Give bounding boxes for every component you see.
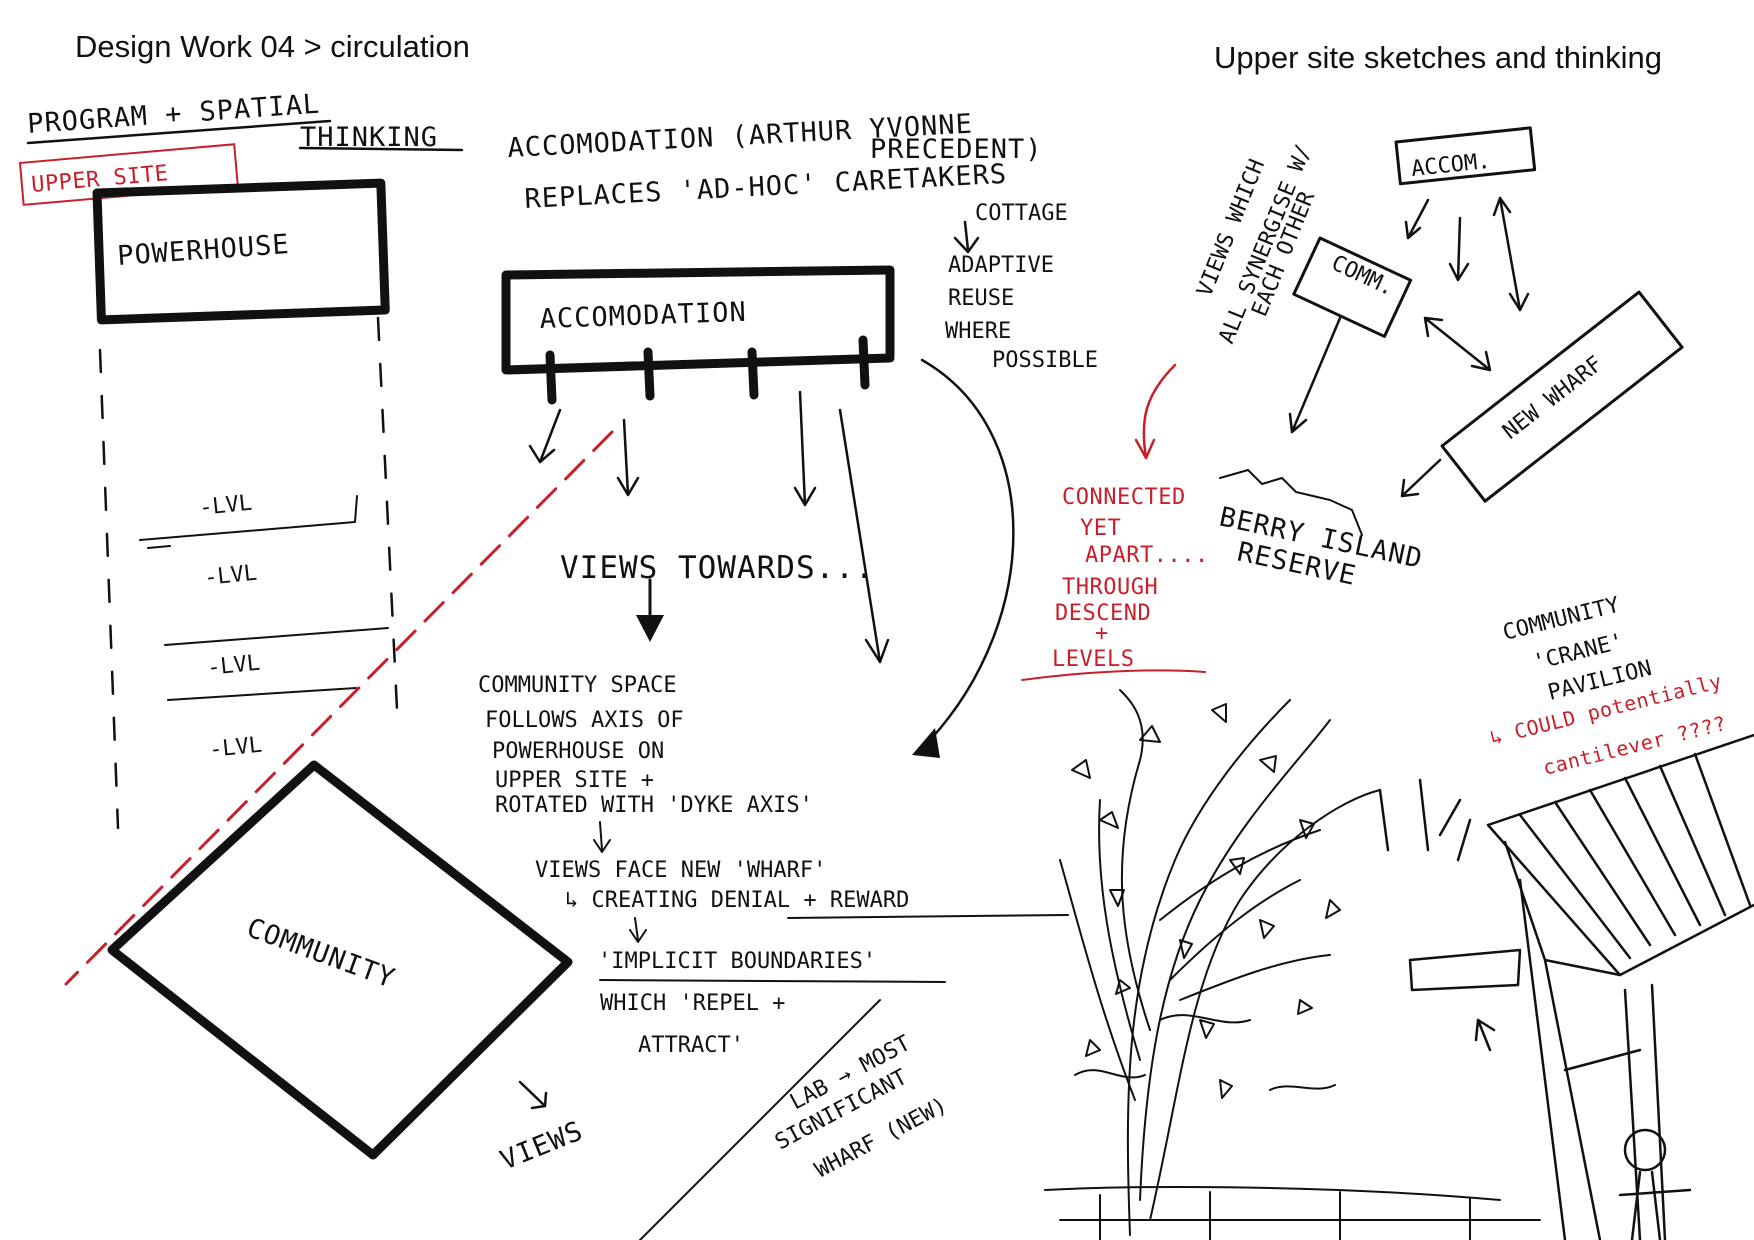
level-label-3: -LVL bbox=[206, 651, 261, 681]
new-wharf-label: NEW WHARF bbox=[1498, 352, 1607, 445]
note-community-space-4: UPPER SITE + bbox=[495, 768, 654, 793]
note-community-space-1: COMMUNITY SPACE bbox=[478, 673, 677, 698]
tree-sketch bbox=[1060, 690, 1380, 1235]
note-community-space-3: POWERHOUSE ON bbox=[492, 739, 664, 764]
arrow-views-small bbox=[520, 1082, 546, 1108]
note-adaptive-1: ADAPTIVE bbox=[948, 253, 1054, 278]
note-community-space-2: FOLLOWS AXIS OF bbox=[485, 708, 684, 733]
powerhouse-label: POWERHOUSE bbox=[116, 229, 290, 272]
underline-denial bbox=[788, 915, 1068, 918]
level-label-1: -LVL bbox=[198, 491, 253, 521]
accom-small-label: ACCOM. bbox=[1410, 149, 1492, 182]
note-views-face-2: ↳ CREATING DENIAL + REWARD bbox=[565, 888, 909, 913]
view-arrows bbox=[530, 392, 888, 662]
relationship-arrows bbox=[1290, 198, 1528, 496]
note-implicit-3: ATTRACT' bbox=[638, 1033, 744, 1058]
level-label-4: -LVL bbox=[208, 733, 263, 763]
note-accom-2: PRECEDENT) bbox=[870, 134, 1043, 165]
level-lines bbox=[140, 496, 388, 700]
note-connected-1: CONNECTED bbox=[1062, 485, 1186, 510]
accommodation-label: ACCOMODATION bbox=[539, 297, 747, 335]
note-implicit-1: 'IMPLICIT BOUNDARIES' bbox=[598, 949, 876, 974]
note-connected-2: YET bbox=[1080, 516, 1121, 541]
arrow-views-face bbox=[594, 822, 610, 852]
red-arrow-connected bbox=[1136, 365, 1175, 458]
arrow-to-adaptive bbox=[955, 222, 978, 252]
note-accom-4: COTTAGE bbox=[975, 201, 1068, 226]
note-connected-4: THROUGH bbox=[1062, 575, 1158, 600]
red-underline-levels bbox=[1022, 670, 1205, 680]
note-accom-3: REPLACES 'AD-HOC' CARETAKERS bbox=[524, 159, 1008, 215]
note-adaptive-4: POSSIBLE bbox=[992, 348, 1098, 373]
note-views-towards: VIEWS TOWARDS... bbox=[560, 550, 875, 586]
note-connected-6: + bbox=[1095, 621, 1109, 646]
level-label-2: -LVL bbox=[203, 561, 258, 591]
page-subtitle: Upper site sketches and thinking bbox=[1214, 40, 1662, 75]
note-community-space-5: ROTATED WITH 'DYKE AXIS' bbox=[495, 793, 813, 818]
note-connected-3: APART.... bbox=[1085, 543, 1209, 568]
ground-sketch bbox=[1045, 1015, 1540, 1240]
pavilion-sketch bbox=[1380, 735, 1754, 1240]
note-implicit-2: WHICH 'REPEL + bbox=[600, 991, 785, 1016]
note-views-small: VIEWS bbox=[496, 1115, 588, 1176]
underline-implicit bbox=[600, 980, 945, 982]
note-adaptive-3: WHERE bbox=[945, 319, 1011, 344]
community-label: COMMUNITY bbox=[243, 912, 400, 994]
arrowhead-community-space bbox=[636, 615, 664, 642]
note-views-face-1: VIEWS FACE NEW 'WHARF' bbox=[535, 858, 826, 883]
page-title: Design Work 04 > circulation bbox=[75, 29, 470, 64]
curve-arrow bbox=[922, 360, 1013, 740]
arrow-implicit bbox=[630, 918, 646, 942]
note-adaptive-2: REUSE bbox=[948, 286, 1014, 311]
note-connected-7: LEVELS bbox=[1052, 647, 1134, 672]
